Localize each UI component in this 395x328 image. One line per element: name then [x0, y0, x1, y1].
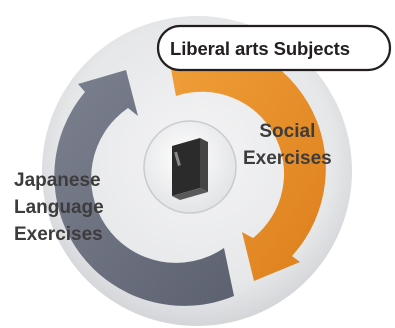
social-exercises-segment [166, 38, 326, 281]
book-icon [172, 138, 208, 200]
social-line-2: Exercises [243, 148, 332, 169]
liberal-arts-label: Liberal arts Subjects [170, 38, 350, 59]
japanese-language-label: Japanese Language Exercises [14, 167, 104, 248]
social-exercises-label: Social Exercises [243, 118, 332, 172]
callout-pill [156, 24, 392, 72]
japanese-line-2: Language [14, 197, 104, 218]
japanese-line-1: Japanese [14, 170, 101, 191]
japanese-line-3: Exercises [14, 224, 103, 245]
japanese-language-segment [54, 70, 234, 306]
social-line-1: Social [259, 121, 316, 142]
